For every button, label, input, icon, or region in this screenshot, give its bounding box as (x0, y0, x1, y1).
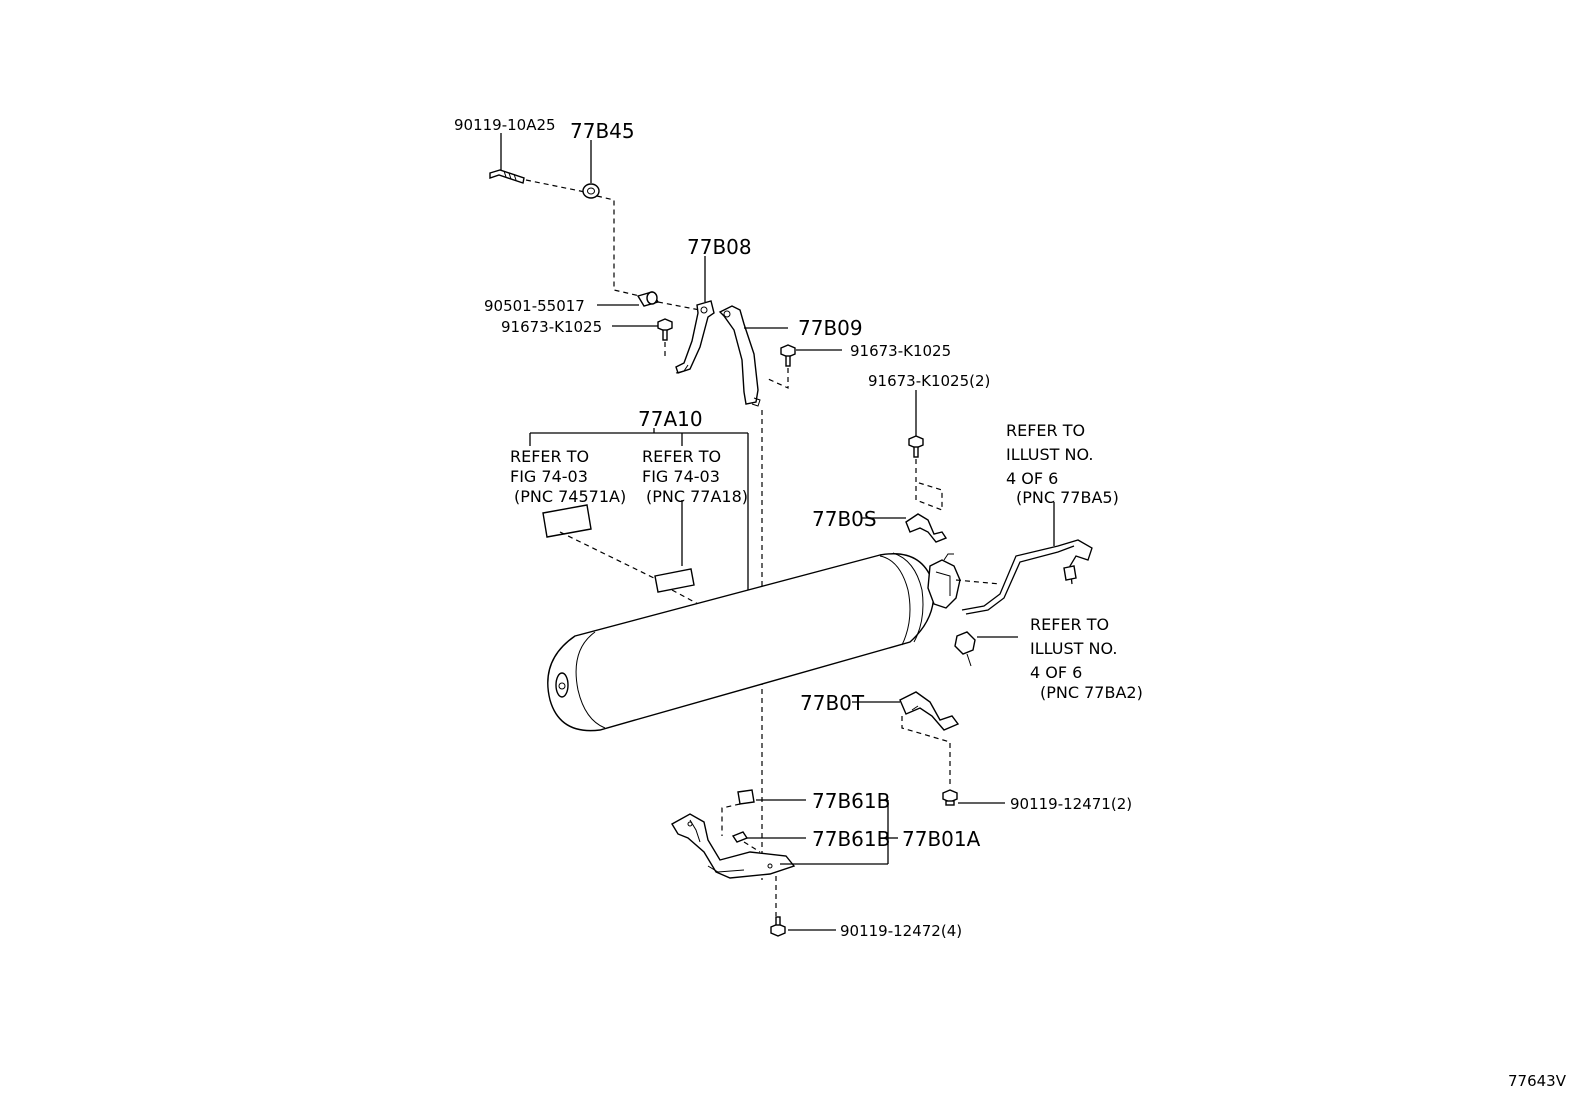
svg-text:(PNC 77BA5): (PNC 77BA5) (1016, 488, 1119, 507)
svg-text:(PNC 77A18): (PNC 77A18) (646, 487, 748, 506)
label-90119-10A25: 90119-10A25 (454, 116, 556, 134)
label-77B61B-bottom: 77B61B (812, 827, 890, 851)
clamp-77B0S[interactable] (905, 513, 948, 543)
bolt-90119-12472[interactable] (770, 916, 786, 937)
svg-text:ILLUST NO.: ILLUST NO. (1006, 445, 1093, 464)
label-plate-77A18[interactable] (654, 568, 695, 593)
label-plate-74571A[interactable] (542, 504, 592, 538)
figure-code: 77643V (1508, 1072, 1567, 1090)
connector-77BA2[interactable] (954, 631, 976, 667)
svg-text:(PNC 77BA2): (PNC 77BA2) (1040, 683, 1143, 702)
collar-90501-55017[interactable] (636, 291, 660, 307)
label-77A10: 77A10 (638, 407, 703, 431)
label-77B01A: 77B01A (902, 827, 981, 851)
nut-77B45[interactable] (582, 183, 600, 199)
pad-77B61B-bottom[interactable] (731, 831, 749, 843)
svg-text:4 OF 6: 4 OF 6 (1030, 663, 1082, 682)
bolt-91673-K1025-2[interactable] (908, 435, 924, 458)
label-77B0T: 77B0T (800, 691, 865, 715)
label-90119-12471-2: 90119-12471(2) (1010, 795, 1132, 813)
svg-text:FIG 74-03: FIG 74-03 (642, 467, 720, 486)
label-91673-K1025-right: 91673-K1025 (850, 342, 951, 360)
label-91673-K1025-left: 91673-K1025 (501, 318, 602, 336)
label-90119-12472-4: 90119-12472(4) (840, 922, 962, 940)
label-90501-55017: 90501-55017 (484, 297, 585, 315)
clamp-77B0T[interactable] (899, 691, 960, 731)
svg-text:REFER TO: REFER TO (1030, 615, 1109, 634)
bolt-91673-K1025-right[interactable] (780, 344, 796, 367)
bracket-77B09[interactable] (718, 305, 761, 407)
bolt-91673-K1025-left[interactable] (657, 318, 673, 341)
svg-text:ILLUST NO.: ILLUST NO. (1030, 639, 1117, 658)
svg-text:FIG 74-03: FIG 74-03 (510, 467, 588, 486)
bolt-90119-10A25[interactable] (489, 169, 525, 184)
fuel-pipe-77BA5[interactable] (961, 539, 1093, 615)
svg-text:(PNC 74571A): (PNC 74571A) (514, 487, 626, 506)
refer-note-77BA5: REFER TO ILLUST NO. 4 OF 6 (PNC 77BA5) (1006, 421, 1119, 507)
refer-note-77A18: REFER TO FIG 74-03 (PNC 77A18) (642, 447, 748, 506)
label-91673-K1025-2: 91673-K1025(2) (868, 372, 990, 390)
svg-text:REFER TO: REFER TO (510, 447, 589, 466)
svg-text:REFER TO: REFER TO (1006, 421, 1085, 440)
bracket-77B01A[interactable] (671, 813, 796, 879)
label-77B45: 77B45 (570, 119, 635, 143)
label-77B09: 77B09 (798, 316, 863, 340)
svg-text:4 OF 6: 4 OF 6 (1006, 469, 1058, 488)
refer-note-77BA2: REFER TO ILLUST NO. 4 OF 6 (PNC 77BA2) (1030, 615, 1143, 702)
bracket-77B08[interactable] (675, 300, 715, 374)
label-77B08: 77B08 (687, 235, 752, 259)
label-77B0S: 77B0S (812, 507, 877, 531)
label-77B61B-top: 77B61B (812, 789, 890, 813)
refer-note-74571A: REFER TO FIG 74-03 (PNC 74571A) (510, 447, 626, 506)
pad-77B61B-top[interactable] (737, 789, 755, 805)
cng-fuel-tank[interactable] (547, 552, 961, 732)
bolt-90119-12471[interactable] (942, 789, 958, 806)
svg-text:REFER TO: REFER TO (642, 447, 721, 466)
